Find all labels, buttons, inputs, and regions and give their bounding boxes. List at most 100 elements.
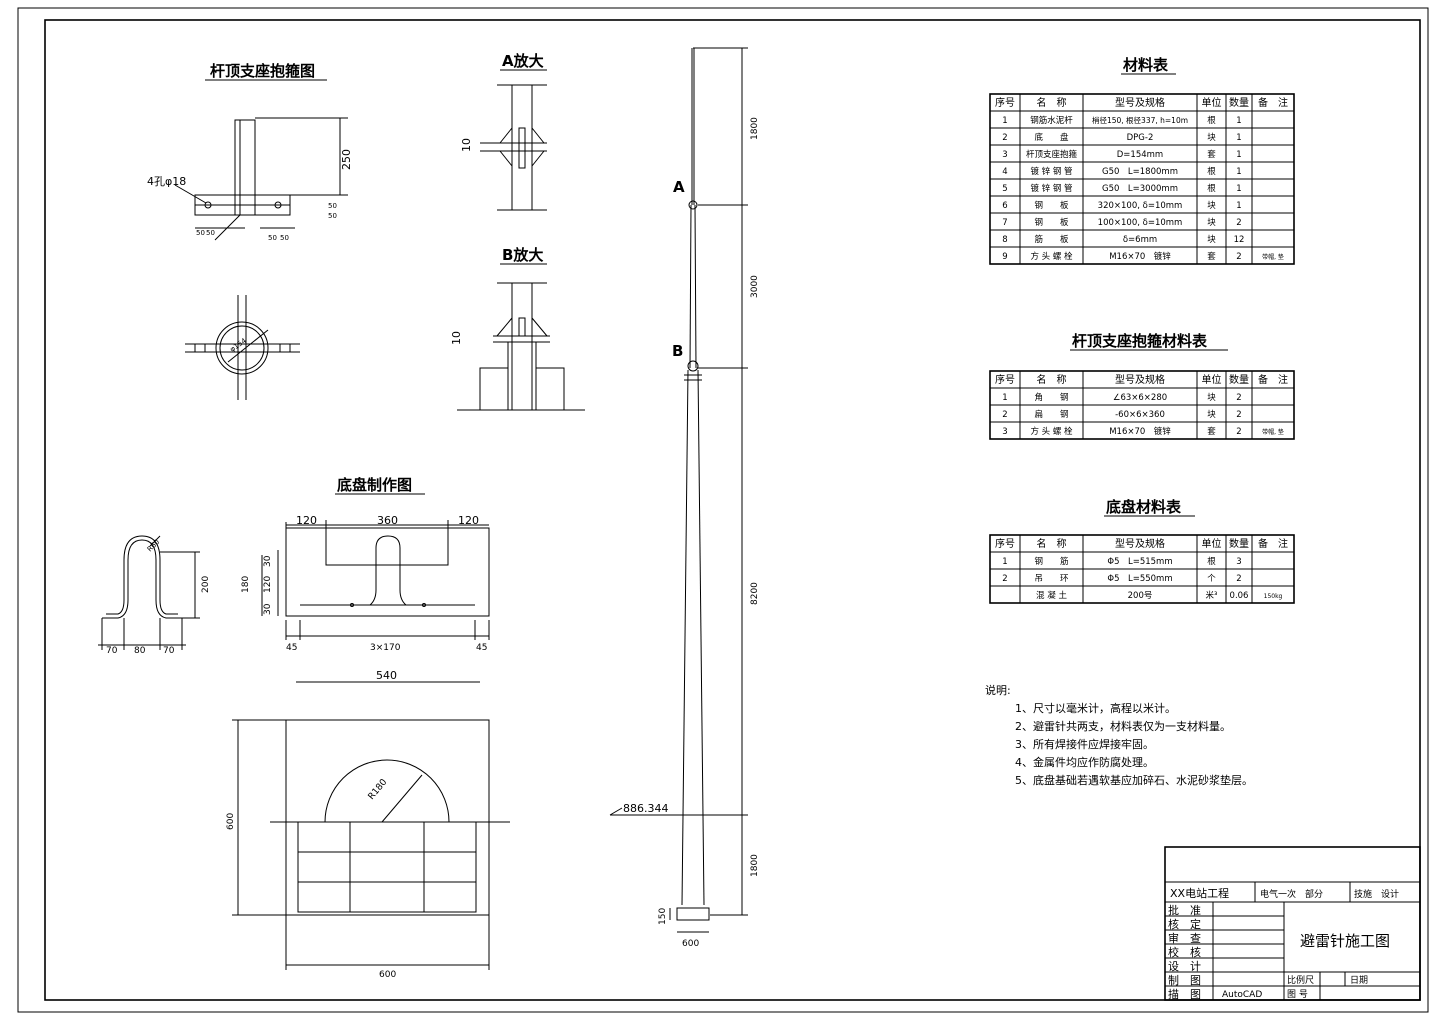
table-cell: 个 (1207, 574, 1216, 584)
table-header-cell: 名 称 (1037, 96, 1067, 109)
table-cell: 块 (1207, 392, 1216, 403)
note-5: 5、底盘基础若遇软基应加碎石、水泥砂浆垫层。 (1015, 773, 1253, 787)
notes-heading: 说明: (985, 683, 1011, 697)
table-cell: 钢 板 (1034, 200, 1069, 211)
table-cell: 套 (1207, 426, 1216, 437)
table-cell: 块 (1207, 132, 1216, 143)
tb-role-7: 描 图 (1168, 987, 1201, 1001)
table-cell: 8 (1002, 235, 1007, 245)
tb-number: 图 号 (1287, 989, 1308, 1000)
dim-10a: 10 (460, 138, 473, 152)
table-cell: 2 (1002, 133, 1007, 143)
tb-role-5: 设 计 (1168, 960, 1201, 973)
table-cell: 3 (1002, 150, 1007, 160)
title-clamp-mat: 杆顶支座抱箍材料表 (1072, 332, 1208, 350)
b-zoom-detail (457, 282, 585, 411)
table-cell: 带帽, 垫 (1262, 253, 1284, 261)
table-cell: 2 (1236, 218, 1241, 228)
table-cell: 块 (1207, 234, 1216, 245)
table-cell: 套 (1207, 251, 1216, 262)
clamp-elevation (174, 117, 348, 241)
dim-1800-top: 1800 (750, 117, 760, 140)
tb-role-4: 校 核 (1168, 945, 1201, 959)
dim-200: 200 (201, 576, 211, 593)
dim-30b: 30 (263, 603, 273, 615)
dim-80: 80 (134, 646, 146, 656)
table-cell: 钢筋水泥杆 (1030, 115, 1073, 126)
dim-250: 250 (340, 149, 353, 170)
point-b-label: B (672, 342, 683, 360)
title-block (1164, 846, 1421, 1001)
table-header-cell: 序号 (995, 96, 1015, 109)
tb-stage: 技施 设计 (1354, 888, 1399, 900)
dim-360: 360 (377, 514, 398, 527)
table-cell: 2 (1236, 427, 1241, 437)
table-cell: 4 (1002, 167, 1007, 177)
table-cell: 100×100, δ=10mm (1098, 218, 1183, 228)
table-cell: 块 (1207, 409, 1216, 420)
note-4: 4、金属件均应作防腐处理。 (1015, 755, 1154, 769)
title-base-mat: 底盘材料表 (1106, 498, 1182, 516)
dim-600h: 600 (379, 970, 396, 980)
tb-role-1: 批 准 (1168, 903, 1201, 917)
table-cell: 1 (1236, 201, 1241, 211)
lightning-rod (609, 47, 748, 933)
table-header-cell: 单位 (1202, 373, 1222, 386)
a-zoom-detail (480, 84, 547, 211)
table-cell: G50 L=3000mm (1102, 184, 1178, 194)
table-cell: 1 (1002, 116, 1007, 126)
table-cell: 200号 (1128, 591, 1153, 601)
table-cell: M16×70 镀锌 (1109, 251, 1171, 262)
table-cell: 12 (1234, 235, 1245, 245)
dim-50a: 50 (328, 202, 337, 210)
tb-role-2: 核 定 (1168, 917, 1201, 931)
tb-scale: 比例尺 (1287, 974, 1314, 986)
table-cell: Φ5 L=550mm (1107, 574, 1172, 584)
tb-software: AutoCAD (1222, 990, 1262, 1000)
base-section (261, 520, 490, 683)
tb-role-6: 制 图 (1168, 974, 1201, 987)
table-cell: 混 凝 土 (1036, 590, 1067, 601)
table-header-cell: 型号及规格 (1115, 96, 1165, 109)
elevation-label: 886.344 (623, 802, 669, 815)
table-cell: 1 (1002, 557, 1007, 567)
table-cell: 套 (1207, 149, 1216, 160)
dim-50b: 50 (328, 212, 337, 220)
table-header-cell: 序号 (995, 537, 1015, 550)
table-cell: 钢 板 (1034, 217, 1069, 228)
table-cell: 1 (1236, 133, 1241, 143)
table-cell: 钢 筋 (1034, 556, 1068, 567)
table-cell: 根 (1207, 556, 1216, 567)
table-cell: 米³ (1206, 590, 1218, 601)
table-cell: 吊 环 (1034, 574, 1069, 584)
table-header-cell: 备 注 (1258, 96, 1288, 109)
table-cell: 镀 锌 钢 管 (1030, 183, 1072, 194)
tb-date: 日期 (1350, 975, 1368, 986)
table-header-cell: 型号及规格 (1115, 373, 1165, 386)
table-header-cell: 备 注 (1258, 373, 1288, 386)
dim-3x170: 3×170 (370, 643, 401, 653)
table-cell: 0.06 (1230, 591, 1249, 601)
table-cell: 320×100, δ=10mm (1098, 201, 1183, 211)
dim-45a: 45 (286, 643, 297, 653)
table-cell: 1 (1236, 167, 1241, 177)
table-header-cell: 名 称 (1037, 537, 1067, 550)
note-1: 1、尺寸以毫米计，高程以米计。 (1015, 701, 1176, 715)
table-cell: 1 (1002, 393, 1007, 403)
outer-frame (17, 7, 1429, 1013)
table-cell: 块 (1207, 200, 1216, 211)
table-cell: 1 (1236, 150, 1241, 160)
table-header-cell: 数量 (1229, 96, 1249, 109)
title-a-zoom: A放大 (502, 52, 544, 70)
table-header-cell: 单位 (1202, 96, 1222, 109)
title-b-zoom: B放大 (502, 246, 543, 264)
table-cell: 根 (1207, 183, 1216, 194)
dim-r180: R180 (367, 777, 390, 802)
table-cell: 7 (1002, 218, 1007, 228)
dim-3000: 3000 (750, 275, 760, 298)
dim-50c: 50 (196, 229, 205, 237)
tb-drawing-title: 避雷针施工图 (1300, 932, 1390, 950)
